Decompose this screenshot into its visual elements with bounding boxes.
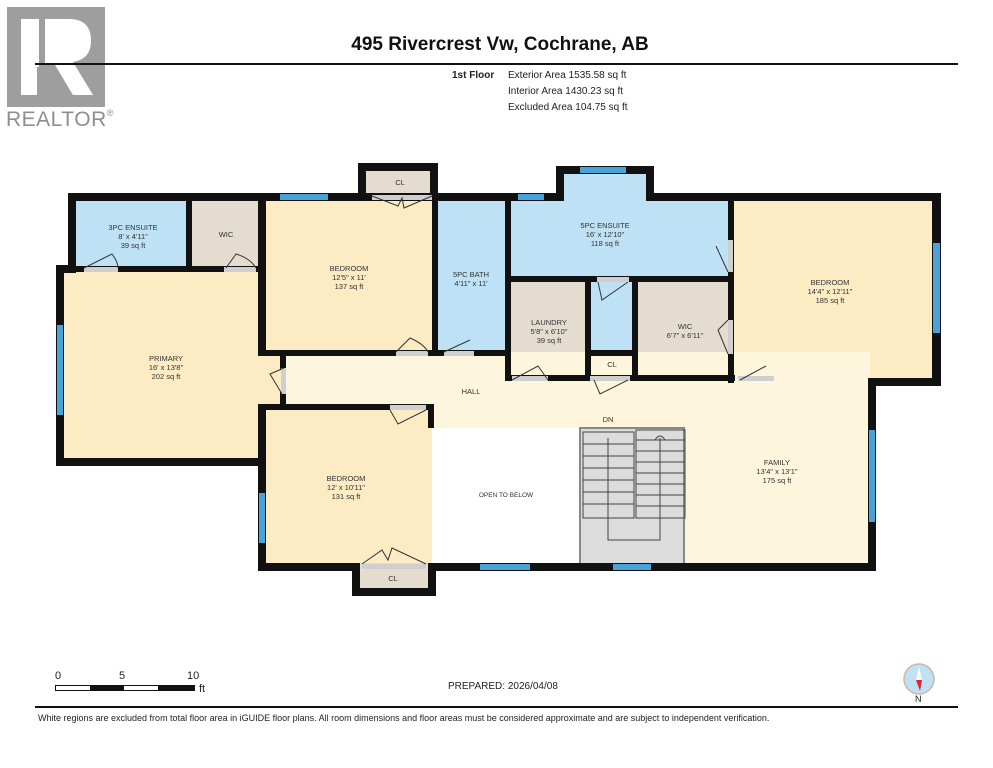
page-title: 495 Rivercrest Vw, Cochrane, AB bbox=[351, 34, 649, 55]
open-to-below: OPEN TO BELOW bbox=[478, 492, 534, 499]
room-wic: WIC bbox=[218, 230, 234, 239]
header-divider bbox=[35, 63, 958, 65]
realtor-wordmark: REALTOR® bbox=[6, 108, 114, 131]
realtor-logo bbox=[7, 7, 105, 107]
compass-north-label: N bbox=[915, 694, 922, 704]
scale-bar-graphic bbox=[55, 685, 195, 691]
room-closet-1: CL bbox=[395, 178, 405, 187]
exterior-area: Exterior Area 1535.58 sq ft bbox=[508, 70, 627, 81]
disclaimer: White regions are excluded from total fl… bbox=[38, 713, 770, 723]
room-hall: HALL bbox=[461, 387, 481, 396]
scale-tick-0: 0 bbox=[55, 670, 62, 682]
compass-icon bbox=[902, 662, 936, 701]
stairs-down-label: DN bbox=[602, 415, 614, 424]
scale-unit: ft bbox=[199, 683, 206, 695]
prepared-date: PREPARED: 2026/04/08 bbox=[448, 681, 558, 692]
floor-label: 1st Floor bbox=[452, 70, 495, 81]
room-closet-2: CL bbox=[607, 360, 617, 369]
scale-tick-5: 5 bbox=[119, 670, 126, 682]
realtor-r-icon bbox=[21, 19, 93, 95]
footer-divider bbox=[35, 706, 958, 708]
floor-plan-drawing bbox=[56, 163, 941, 596]
room-closet-3: CL bbox=[388, 574, 398, 583]
excluded-area: Excluded Area 104.75 sq ft bbox=[508, 102, 628, 113]
scale-tick-10: 10 bbox=[187, 670, 200, 682]
interior-area: Interior Area 1430.23 sq ft bbox=[508, 86, 624, 97]
